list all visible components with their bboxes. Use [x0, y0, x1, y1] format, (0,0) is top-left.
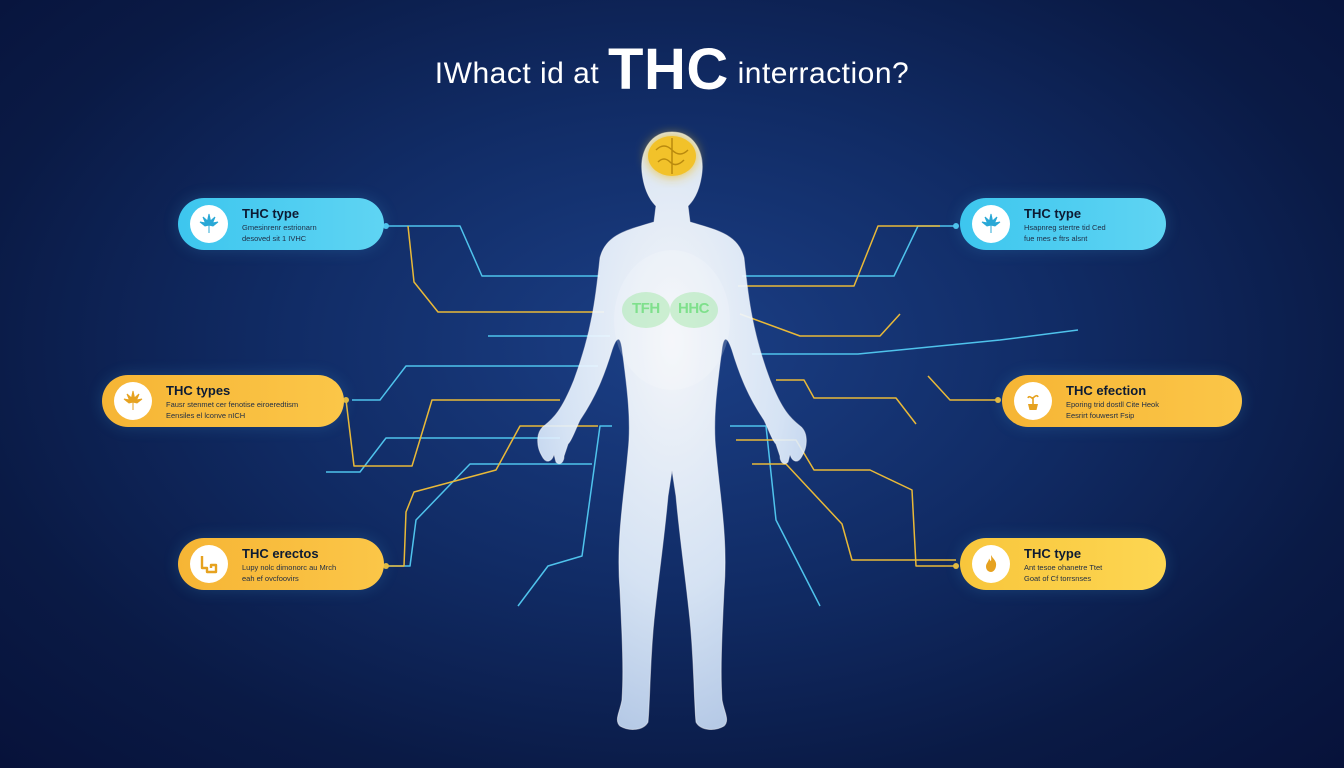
right-lung — [670, 292, 718, 328]
info-card-mid-right[interactable]: THC efection Eporing trid dostll Cite He… — [1002, 375, 1242, 427]
diagram-title: IWhact id at THC interraction? — [0, 36, 1344, 103]
card-title: THC types — [166, 382, 231, 398]
connector-line — [927, 375, 998, 401]
left-lung — [622, 292, 670, 328]
flame-icon — [972, 545, 1010, 583]
card-subtitle: fue mes e ftrs alsnt — [1024, 233, 1088, 243]
brain-icon — [648, 136, 696, 176]
card-subtitle: Fausr stenmet cer fenotise eiroeredtism — [166, 399, 299, 409]
connector-line — [752, 463, 956, 561]
connector-line — [407, 225, 604, 313]
body-silhouette — [537, 131, 807, 730]
connector-line — [738, 225, 940, 287]
human-body — [537, 131, 807, 730]
cannabis-leaf-icon — [114, 382, 152, 420]
connector-line — [776, 379, 917, 425]
card-title: THC efection — [1066, 382, 1147, 398]
connector-line — [386, 225, 600, 277]
card-subtitle: Lupy nolc dimonorc au Mrch — [242, 562, 337, 572]
connector-line — [742, 225, 956, 277]
card-subtitle: Eensiles el lconve nICH — [166, 410, 246, 420]
pipe-icon — [190, 545, 228, 583]
info-card-top-right[interactable]: THC type Hsapnreg stertre tid Ced fue me… — [960, 198, 1166, 250]
connector-line — [752, 329, 1079, 355]
right-lung-label: HHC — [678, 300, 710, 317]
connector-line — [345, 399, 560, 467]
info-card-bottom-left[interactable]: THC erectos Lupy nolc dimonorc au Mrch e… — [178, 538, 384, 590]
connector-lines — [326, 223, 1079, 607]
card-subtitle: Hsapnreg stertre tid Ced — [1024, 222, 1106, 232]
info-card-bottom-right[interactable]: THC type Ant tesoe ohanetre Ttet Goat of… — [960, 538, 1166, 590]
connector-line — [352, 365, 598, 401]
card-subtitle: Eesrirt fouwesrt Fsip — [1066, 410, 1135, 420]
card-title: THC erectos — [242, 545, 319, 561]
title-emphasis: THC — [608, 37, 729, 102]
card-subtitle: desoved sit 1 IVHC — [242, 233, 307, 243]
card-subtitle: eah ef ovcfoovirs — [242, 573, 299, 583]
title-suffix: interraction? — [737, 57, 910, 90]
card-title: THC type — [1024, 545, 1082, 561]
info-card-top-left[interactable]: THC type Gmesinrenr estrionarn desoved s… — [178, 198, 384, 250]
card-subtitle: Eporing trid dostll Cite Heok — [1066, 399, 1159, 409]
cannabis-leaf-icon — [190, 205, 228, 243]
left-lung-label: TFH — [632, 300, 660, 317]
card-subtitle: Goat of Cf torrsnses — [1024, 573, 1092, 583]
card-title: THC type — [242, 205, 300, 221]
title-prefix: IWhact id at — [434, 57, 600, 90]
plant-pot-icon — [1014, 382, 1052, 420]
connector-line — [326, 437, 560, 473]
card-subtitle: Ant tesoe ohanetre Ttet — [1024, 562, 1103, 572]
connector-line — [730, 425, 821, 607]
card-title: THC type — [1024, 205, 1082, 221]
connector-line — [384, 463, 592, 567]
cannabis-leaf-icon — [972, 205, 1010, 243]
card-subtitle: Gmesinrenr estrionarn — [242, 222, 317, 232]
connector-line — [517, 425, 612, 607]
connector-line — [386, 425, 598, 567]
info-card-mid-left[interactable]: THC types Fausr stenmet cer fenotise eir… — [102, 375, 344, 427]
connector-line — [739, 313, 901, 337]
